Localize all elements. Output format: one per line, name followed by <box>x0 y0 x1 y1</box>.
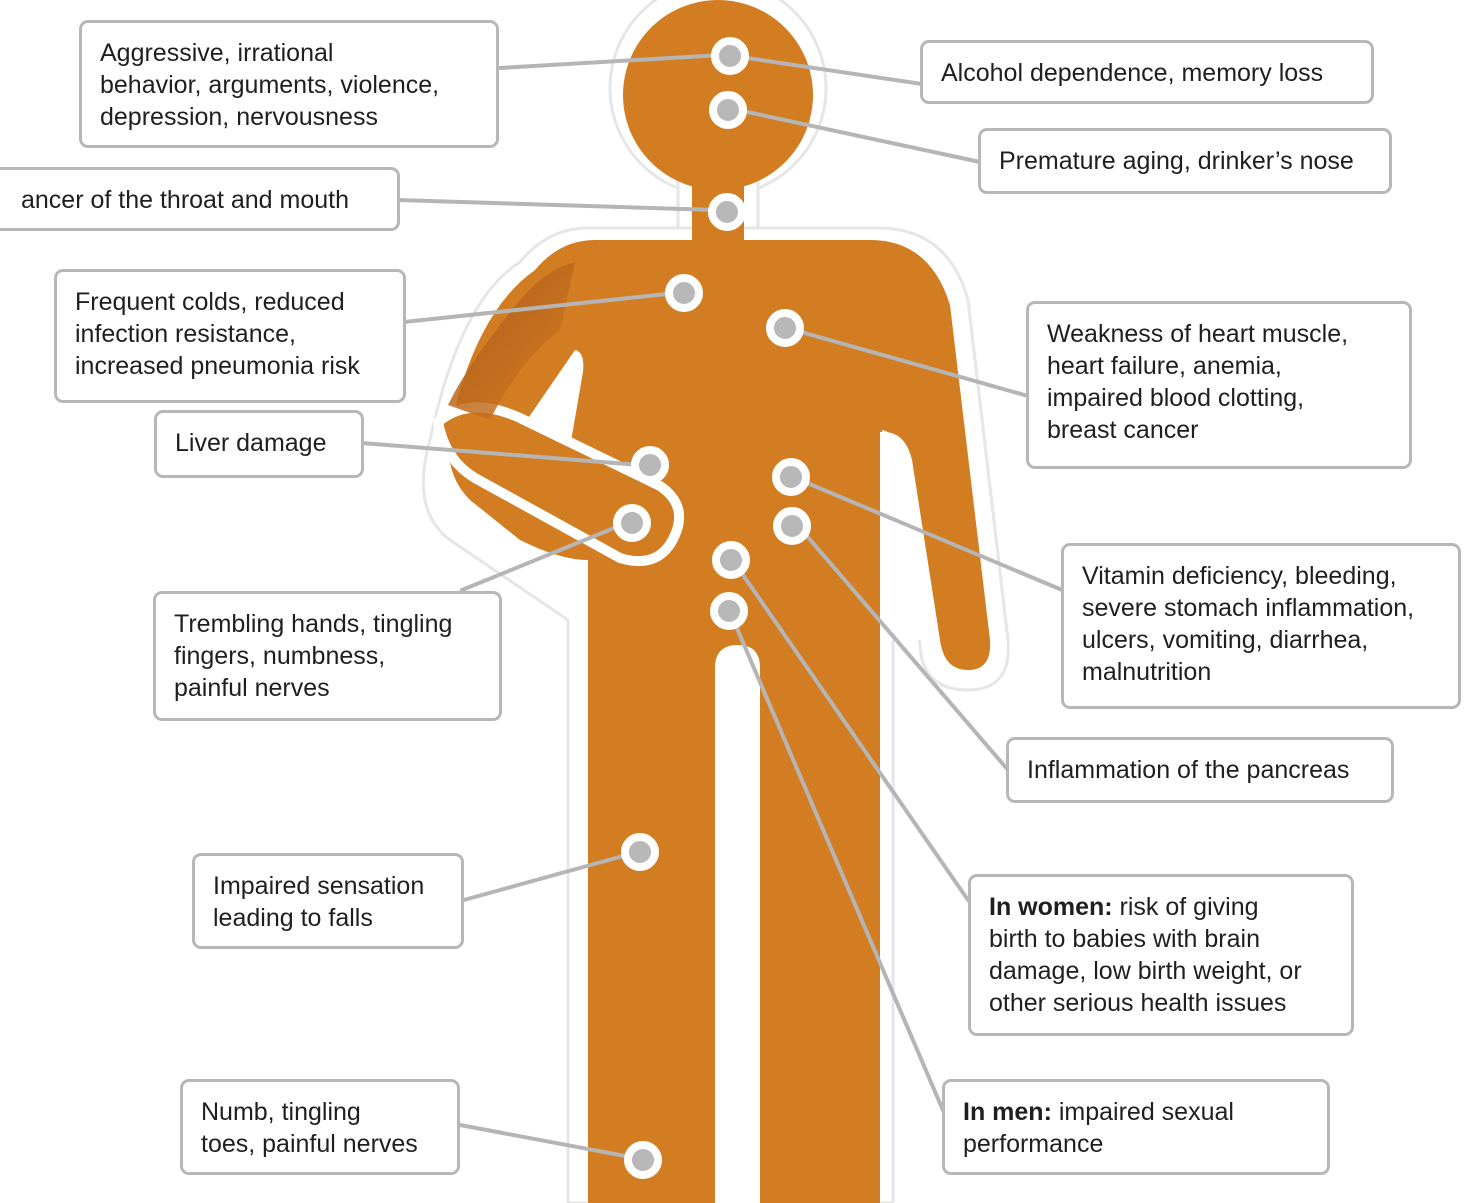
figure-shoulder-shade <box>448 262 575 420</box>
label-women: In women: risk of giving birth to babies… <box>968 874 1354 1036</box>
human-figure <box>421 0 1010 1203</box>
label-sensation: Impaired sensation leading to falls <box>192 853 464 949</box>
label-men-lead: In men: <box>963 1098 1052 1126</box>
label-hands-line-3: painful nerves <box>174 674 330 702</box>
connector-throat <box>396 198 718 212</box>
label-heart-line-1: Weakness of heart muscle, <box>1047 320 1349 348</box>
label-behavior-line-1: Aggressive, irrational <box>100 39 334 67</box>
label-heart-line-3: impaired blood clotting, <box>1047 384 1305 412</box>
label-toes: Numb, tingling toes, painful nerves <box>180 1079 460 1175</box>
connector-women <box>732 560 970 902</box>
label-alcohol-line-1: Alcohol dependence, memory loss <box>941 59 1324 87</box>
label-men-line-1-text: impaired sexual <box>1051 1098 1234 1126</box>
label-toes-line-2: toes, painful nerves <box>201 1130 418 1158</box>
label-women-line-1: In women: risk of giving <box>989 891 1333 923</box>
marker-throat <box>708 193 746 231</box>
label-aging: Premature aging, drinker’s nose <box>978 128 1392 194</box>
marker-stomach <box>772 458 810 496</box>
connector-sensation <box>462 851 636 902</box>
label-colds: Frequent colds, reduced infection resist… <box>54 269 406 403</box>
label-colds-line-1: Frequent colds, reduced <box>75 288 345 316</box>
label-aging-line-1: Premature aging, drinker’s nose <box>999 147 1354 175</box>
connector-liver <box>360 441 642 467</box>
connector-alcohol <box>738 55 924 86</box>
label-heart: Weakness of heart muscle, heart failure,… <box>1026 301 1412 469</box>
label-pancreas-line-1: Inflammation of the pancreas <box>1027 756 1350 784</box>
label-pancreas: Inflammation of the pancreas <box>1006 737 1394 803</box>
label-throat: ancer of the throat and mouth <box>0 167 400 231</box>
label-throat-line-1: ancer of the throat and mouth <box>21 186 349 214</box>
marker-brain <box>711 37 749 75</box>
label-stomach: Vitamin deficiency, bleeding, severe sto… <box>1061 543 1461 709</box>
label-alcohol: Alcohol dependence, memory loss <box>920 40 1374 104</box>
label-men-line-2: performance <box>963 1130 1104 1158</box>
label-behavior-line-2: behavior, arguments, violence, <box>100 71 440 99</box>
label-sensation-line-1: Impaired sensation <box>213 872 425 900</box>
figure-right-arm-gap <box>882 430 922 640</box>
connector-colds <box>402 291 678 324</box>
label-liver: Liver damage <box>154 410 364 478</box>
label-hands: Trembling hands, tingling fingers, numbn… <box>153 591 502 721</box>
connector-lines <box>360 53 1064 1160</box>
label-men: In men: impaired sexual performance <box>942 1079 1330 1175</box>
label-heart-line-2: heart failure, anemia, <box>1047 352 1282 380</box>
label-stomach-line-1: Vitamin deficiency, bleeding, <box>1082 562 1397 590</box>
label-behavior-line-3: depression, nervousness <box>100 103 378 131</box>
marker-liver <box>631 446 669 484</box>
connector-stomach <box>798 478 1064 592</box>
connector-men <box>728 610 947 1117</box>
label-heart-line-4: breast cancer <box>1047 416 1199 444</box>
marker-nose <box>709 91 747 129</box>
marker-heart <box>766 309 804 347</box>
label-women-line-4: other serious health issues <box>989 989 1287 1017</box>
label-women-line-1-text: risk of giving <box>1112 893 1259 921</box>
marker-uterus <box>712 541 750 579</box>
label-hands-line-1: Trembling hands, tingling <box>174 610 453 638</box>
connector-behavior <box>498 53 724 70</box>
connector-pancreas <box>798 526 1010 772</box>
figure-leg-gap <box>715 645 760 1203</box>
marker-genitals <box>710 592 748 630</box>
label-stomach-line-2: severe stomach inflammation, <box>1082 594 1415 622</box>
label-toes-line-1: Numb, tingling <box>201 1098 361 1126</box>
figure-silhouette <box>432 0 991 1203</box>
label-stomach-line-4: malnutrition <box>1082 658 1212 686</box>
label-men-line-1: In men: impaired sexual <box>963 1096 1309 1128</box>
label-women-line-2: birth to babies with brain <box>989 925 1260 953</box>
connector-aging <box>736 108 982 164</box>
label-women-line-3: damage, low birth weight, or <box>989 957 1302 985</box>
connector-hands <box>460 522 626 592</box>
connector-toes <box>458 1123 638 1160</box>
connector-heart <box>792 328 1030 398</box>
label-colds-line-3: increased pneumonia risk <box>75 352 360 380</box>
label-hands-line-2: fingers, numbness, <box>174 642 386 670</box>
marker-leg <box>621 833 659 871</box>
marker-hand <box>613 504 651 542</box>
label-sensation-line-2: leading to falls <box>213 904 373 932</box>
label-colds-line-2: infection resistance, <box>75 320 296 348</box>
label-stomach-line-3: ulcers, vomiting, diarrhea, <box>1082 626 1369 654</box>
label-behavior: Aggressive, irrational behavior, argumen… <box>79 20 499 148</box>
label-liver-line-1: Liver damage <box>175 429 327 457</box>
marker-foot <box>624 1141 662 1179</box>
organ-markers <box>613 37 811 1179</box>
label-women-lead: In women: <box>989 893 1113 921</box>
marker-pancreas <box>773 507 811 545</box>
marker-lungs <box>665 274 703 312</box>
